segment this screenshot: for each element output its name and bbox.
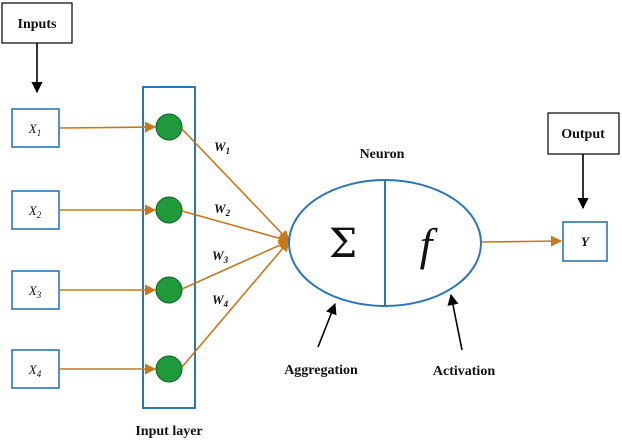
inputs-label: Inputs: [18, 17, 57, 32]
weight-connection-3: [181, 240, 291, 290]
weight-label-w2: W2: [214, 201, 231, 218]
input-node-3: [155, 276, 183, 304]
input-x1-label: X1: [28, 121, 41, 138]
input-layer-label: Input layer: [135, 424, 202, 439]
input-box-x3: X3: [11, 270, 60, 310]
aggregation-label: Aggregation: [284, 363, 358, 378]
input-node-2: [155, 196, 183, 224]
input-x4-label: X4: [28, 362, 42, 379]
neuron: Σ f: [288, 179, 482, 307]
input-node-1: [155, 113, 183, 141]
output-label-box: Output: [547, 112, 620, 155]
activation-pointer-arrow: [447, 293, 463, 351]
input-x3-label: X3: [28, 283, 42, 300]
input-node-4: [155, 355, 183, 383]
arrow-x1-to-node1: [58, 121, 157, 133]
input-box-x1: X1: [11, 108, 60, 148]
output-y-label: Y: [581, 234, 590, 249]
activation-label: Activation: [433, 364, 495, 379]
weight-connection-1: [181, 128, 290, 242]
input-box-x4: X4: [11, 349, 60, 389]
neuron-label: Neuron: [360, 147, 405, 162]
weight-label-w4: W4: [212, 292, 229, 309]
weight-label-w3: W3: [212, 248, 229, 265]
sum-symbol: Σ: [329, 221, 357, 267]
input-x2-label: X2: [28, 203, 42, 220]
inputs-label-box: Inputs: [1, 2, 73, 44]
output-label: Output: [561, 127, 605, 142]
output-y-box: Y: [562, 221, 608, 262]
weight-connection-4: [181, 240, 290, 368]
weight-label-w1: W1: [214, 139, 230, 156]
aggregation-pointer-arrow: [317, 302, 337, 348]
input-box-x2: X2: [11, 190, 60, 230]
weight-connection-2: [181, 210, 291, 244]
neuron-to-output-arrow: [480, 235, 563, 247]
